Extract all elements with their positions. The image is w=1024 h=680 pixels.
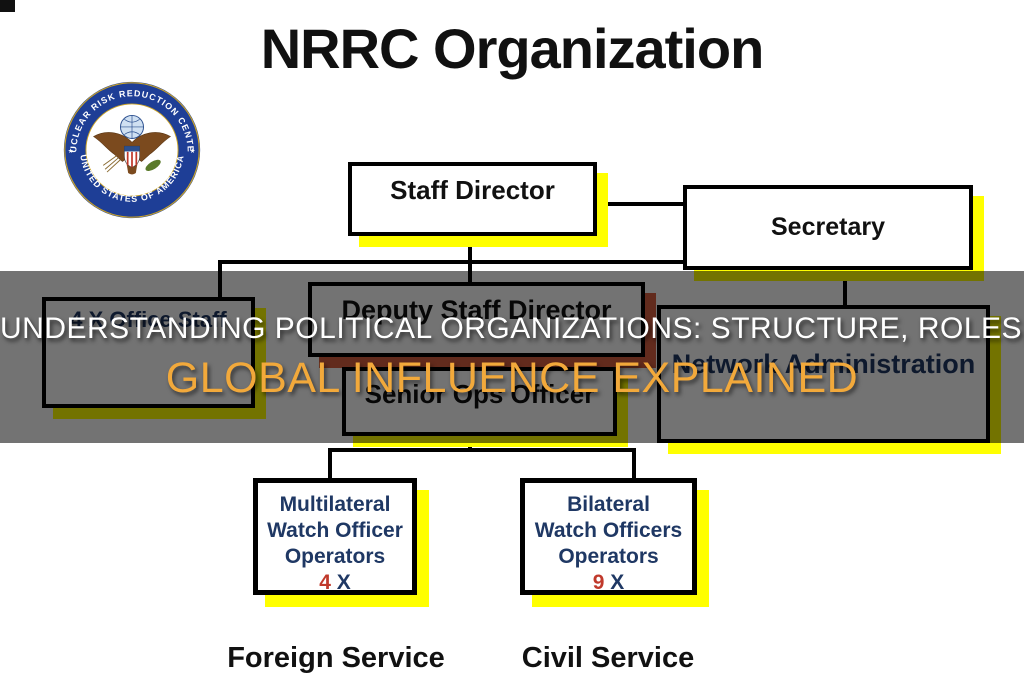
bilateral-count: 9	[592, 571, 605, 594]
seal-star-right: ★	[190, 147, 196, 155]
staff-director-label: Staff Director	[390, 175, 555, 205]
bilateral-line2: Watch Officers	[534, 519, 683, 542]
headline-line2: GLOBAL INFLUENCE EXPLAINED	[165, 354, 859, 402]
multilateral-count-line: 4 X	[258, 570, 412, 596]
corner-artifact	[0, 0, 15, 12]
seal-star-left: ★	[68, 147, 74, 155]
connector-multilateral	[328, 448, 332, 481]
multilateral-count: 4	[319, 571, 331, 594]
secretary-label: Secretary	[771, 213, 885, 241]
eagle-emblem-icon	[93, 114, 171, 175]
multilateral-line3: Operators	[284, 545, 386, 568]
bilateral-line3: Operators	[558, 545, 659, 568]
multilateral-line2: Watch Officer	[267, 519, 403, 542]
nrrc-seal: NUCLEAR RISK REDUCTION CENTER UNITED STA…	[63, 81, 201, 219]
dark-overlay-band	[0, 271, 1024, 443]
multilateral-count-unit: X	[330, 571, 351, 594]
civil-service-label: Civil Service	[521, 642, 695, 674]
multilateral-line1: Multilateral	[279, 493, 391, 516]
org-box-bilateral-watch: Bilateral Watch Officers Operators 9 X	[520, 478, 697, 595]
org-box-secretary: Secretary	[683, 185, 973, 270]
connector-staff-secretary	[595, 202, 685, 206]
connector-bilateral	[632, 448, 636, 481]
connector-senior-down	[468, 434, 472, 452]
foreign-service-label: Foreign Service	[227, 642, 445, 674]
bilateral-count-line: 9 X	[525, 570, 692, 596]
headline-line1: UNDERSTANDING POLITICAL ORGANIZATIONS: S…	[0, 312, 1024, 345]
bilateral-count-unit: X	[604, 571, 625, 594]
bilateral-line1: Bilateral	[567, 493, 650, 516]
connector-watch-rail	[328, 448, 636, 452]
page-title: NRRC Organization	[260, 17, 765, 80]
connector-sibling-rail	[218, 260, 685, 264]
org-box-multilateral-watch: Multilateral Watch Officer Operators 4 X	[253, 478, 417, 595]
org-box-staff-director: Staff Director	[348, 162, 597, 236]
